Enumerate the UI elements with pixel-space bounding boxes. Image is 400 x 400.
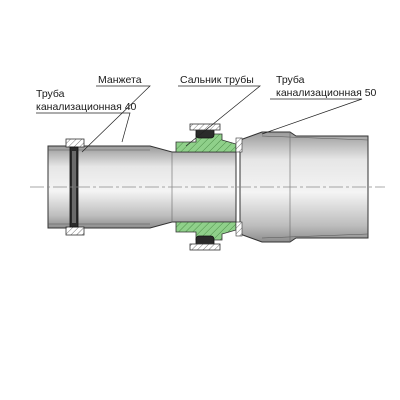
leader-pipe-50: [261, 98, 363, 135]
pipe-50-wall-top: [261, 135, 369, 141]
gland-bottom: [175, 221, 237, 241]
socket-left-hatch-top: [65, 138, 85, 148]
label-pipe-40-line2: канализационная 40: [36, 101, 137, 113]
label-pipe-50-line2: канализационная 50: [276, 87, 377, 99]
gland-top: [175, 133, 237, 153]
pipe-50-wall-bottom: [261, 233, 369, 239]
label-cuff: Манжета: [98, 74, 142, 86]
gland-bottom-nut: [189, 243, 221, 251]
label-pipe-40-line1: Труба: [36, 88, 65, 100]
pipe-50-socket-top: [235, 137, 243, 153]
label-pipe-50-line1: Труба: [276, 74, 305, 86]
socket-left-hatch-bottom: [65, 226, 85, 236]
gland-top-nut: [189, 123, 221, 131]
leader-pipe-40: [36, 112, 131, 143]
pipe-50-socket-bottom: [235, 221, 243, 237]
leader-cuff: [81, 85, 151, 153]
pipe-50-body: [239, 131, 369, 243]
socket-left-seal-inner: [72, 151, 76, 223]
leader-gland: [178, 85, 261, 147]
label-gland: Сальник трубы: [180, 74, 254, 86]
